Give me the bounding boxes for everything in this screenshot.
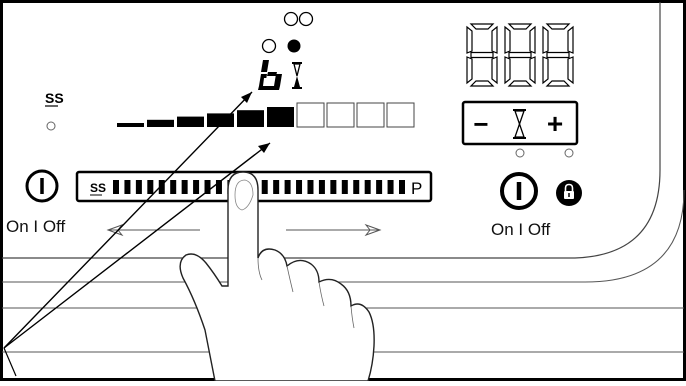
timer-digit	[466, 23, 498, 87]
slider-tick	[170, 180, 177, 194]
arrow-right-icon	[286, 223, 382, 237]
slider-tick	[284, 180, 291, 194]
power-level-segment-empty	[326, 102, 355, 128]
slider-tick	[147, 180, 154, 194]
slider-tick	[158, 180, 165, 194]
slider-tick	[193, 180, 200, 194]
lock-indicator-light	[564, 148, 574, 158]
slider-tick	[124, 180, 131, 194]
left-onoff-button[interactable]	[25, 169, 59, 203]
right-onoff-label: On I Off	[491, 220, 551, 239]
slider-tick	[330, 180, 337, 194]
power-level-segment-filled	[117, 123, 144, 127]
heat-symbol: SS	[45, 90, 64, 106]
power-icon[interactable]	[25, 169, 59, 203]
slider-tick	[341, 180, 348, 194]
slider-tick	[135, 180, 142, 194]
timer-plus-button[interactable]: +	[547, 108, 563, 139]
hourglass-icon	[292, 62, 302, 89]
slider-tick	[318, 180, 325, 194]
power-level-segment-empty	[296, 102, 325, 128]
lock-button[interactable]	[556, 180, 582, 206]
power-level-segment-filled	[267, 107, 294, 127]
indicator-light	[261, 38, 277, 54]
hand-pointer-icon	[179, 171, 375, 382]
glass-panel-edge	[2, 2, 661, 259]
slider-tick	[273, 180, 280, 194]
slider-tick	[113, 180, 119, 194]
slider-tick	[387, 180, 394, 194]
power-icon[interactable]	[500, 172, 538, 210]
timer-control-box	[461, 100, 579, 146]
timer-digit	[542, 23, 574, 87]
indicator-light	[298, 11, 314, 27]
slider-end-label: P	[411, 179, 422, 198]
slider-tick	[307, 180, 314, 194]
right-onoff-button[interactable]	[500, 172, 538, 210]
indicator-light	[283, 11, 299, 27]
power-level-segment-filled	[237, 110, 264, 127]
slider-tick	[204, 180, 211, 194]
slider-tick	[364, 180, 371, 194]
left-onoff-label: On I Off	[6, 217, 66, 236]
indicator-light-active	[287, 39, 301, 53]
power-level-segment-empty	[356, 102, 385, 128]
power-level-segment-empty	[386, 102, 415, 128]
power-level-segment-filled	[177, 116, 204, 127]
slider-tick	[399, 180, 405, 194]
timer-minus-button[interactable]: −	[473, 109, 488, 139]
timer-indicator-light	[515, 148, 525, 158]
slider-tick	[376, 180, 383, 194]
callout-arrows	[3, 91, 271, 377]
slider-tick	[261, 180, 268, 194]
power-level-digit	[258, 60, 282, 90]
timer-digit	[504, 23, 536, 87]
timer-display	[466, 23, 574, 87]
slider-tick	[353, 180, 360, 194]
power-level-segment-filled	[147, 119, 174, 127]
slider-tick	[181, 180, 188, 194]
timer-hourglass-icon	[513, 109, 526, 139]
slider-tick	[215, 180, 222, 194]
slider-tick	[296, 180, 303, 194]
slider-heat-symbol: SS	[90, 181, 106, 195]
hob-edge-line	[2, 189, 685, 283]
heat-indicator-light	[46, 121, 56, 131]
